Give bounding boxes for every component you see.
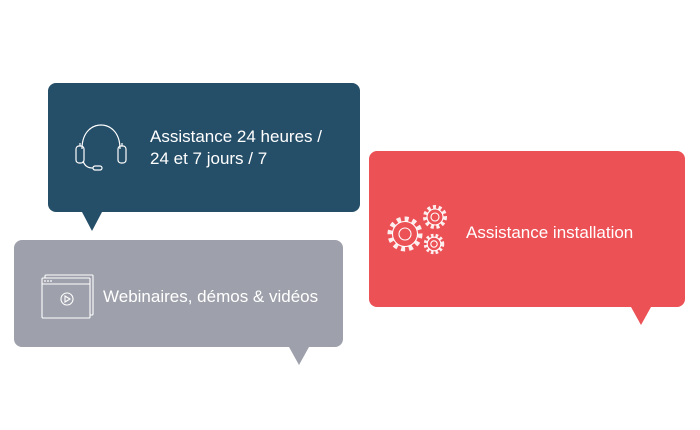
speech-tail xyxy=(82,212,102,231)
headset-icon xyxy=(75,124,127,171)
installation-label: Assistance installation xyxy=(466,223,634,242)
webinars-label: Webinaires, démos & vidéos xyxy=(103,287,319,306)
support-label-line2: 24 et 7 jours / 7 xyxy=(150,149,268,168)
installation-card: Assistance installation xyxy=(369,151,685,325)
speech-tail xyxy=(631,307,651,325)
support-24-7-card: Assistance 24 heures / 24 et 7 jours / 7 xyxy=(48,83,360,231)
gears-icon xyxy=(387,205,447,255)
webinars-card: Webinaires, démos & vidéos xyxy=(14,240,343,365)
support-label-line1: Assistance 24 heures / xyxy=(150,127,322,146)
speech-tail xyxy=(289,347,309,365)
video-window-icon xyxy=(41,274,94,319)
